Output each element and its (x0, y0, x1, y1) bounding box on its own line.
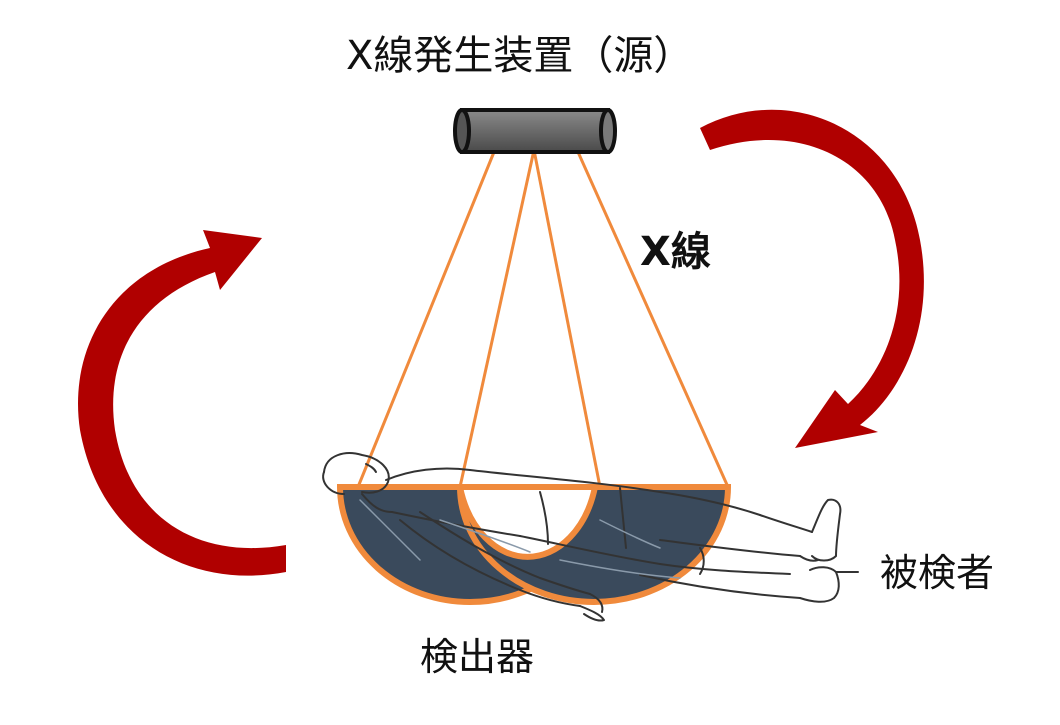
rotation-arrow-right (700, 109, 924, 449)
beam-line-4 (576, 151, 730, 488)
tube-left-cap (453, 108, 471, 154)
detector-label: 検出器 (420, 635, 535, 679)
beam-line-2 (458, 149, 536, 488)
tube-body (460, 108, 610, 154)
rotation-arrow-left-body (78, 230, 286, 576)
subject-label: 被検者 (880, 551, 995, 595)
tube-right-cap (599, 108, 617, 154)
rotation-arrow-left (78, 230, 286, 576)
rotation-arrow-right-body (700, 109, 924, 449)
xray-label: X線 (640, 229, 711, 275)
x-ray-tube-icon (453, 108, 617, 154)
detector (336, 484, 732, 605)
source-label: X線発生装置（源） (346, 33, 694, 79)
xray-beam (356, 149, 730, 488)
reclining-person-icon (322, 452, 859, 622)
beam-line-3 (532, 149, 602, 488)
beam-line-1 (356, 151, 496, 488)
